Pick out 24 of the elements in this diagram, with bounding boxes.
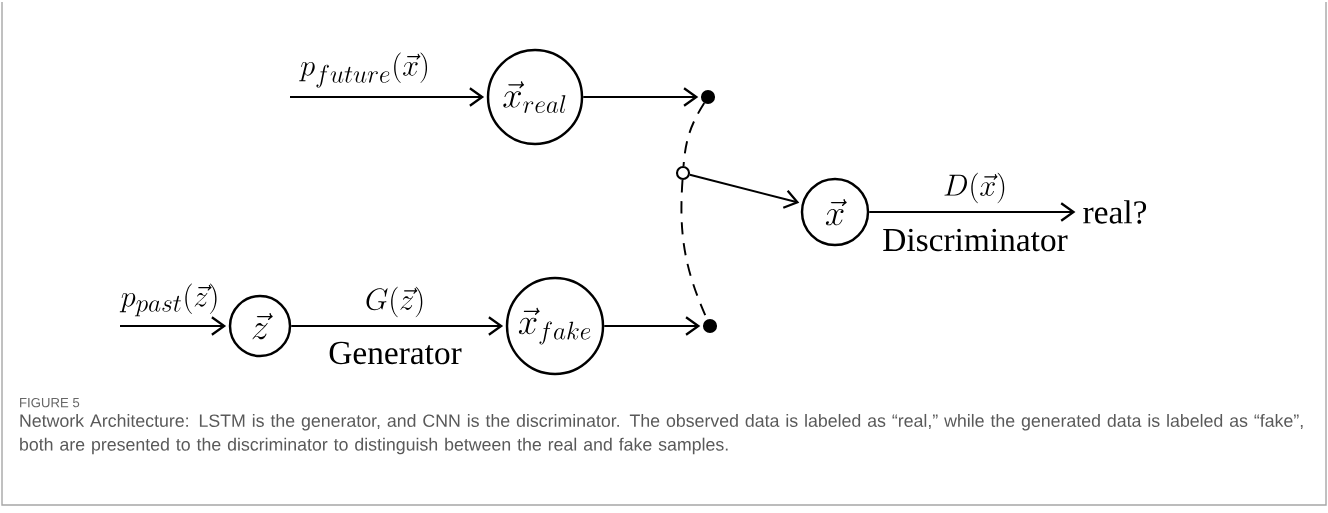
arrow: [582, 87, 699, 107]
circle-node: $\vec{x}_{fake}$: [505, 276, 605, 376]
figure-number: FIGURE 5: [20, 397, 80, 408]
arrow: [289, 87, 485, 107]
block-label: Discriminator: [883, 228, 1068, 252]
arrow: [868, 202, 1076, 222]
output-label: real?: [1083, 200, 1147, 224]
switch-pivot: [675, 165, 691, 181]
circle-node: $\vec{x}_{real}$: [486, 48, 584, 146]
block-label: Generator: [329, 341, 462, 365]
arrow: [119, 316, 227, 336]
arrow: [688, 173, 800, 209]
edge-label: $G(\vec{z})$: [366, 286, 423, 318]
arrow: [290, 316, 504, 336]
edge-label: $p_{past}(\vec{z})$: [119, 283, 217, 317]
edge-label: $D(\vec{x})$: [944, 172, 1005, 204]
edge-label: $p_{future}(\vec{x})$: [299, 52, 428, 88]
switch-contact: [702, 318, 718, 334]
switch-contact: [700, 89, 716, 105]
arrow: [603, 316, 701, 336]
dashed-switch-arc: [682, 102, 706, 167]
circle-node: $\vec{x}$: [800, 177, 870, 247]
circle-node: $\vec{z}$: [228, 294, 292, 358]
caption: Network Architecture: LSTM is the generator, and CNN is the discriminator. The observed data is labeled as “real,” while the generated data is labeled as “fake”, both are presented to the discriminator to distinguish between the real and fake samples.: [20, 413, 1303, 455]
